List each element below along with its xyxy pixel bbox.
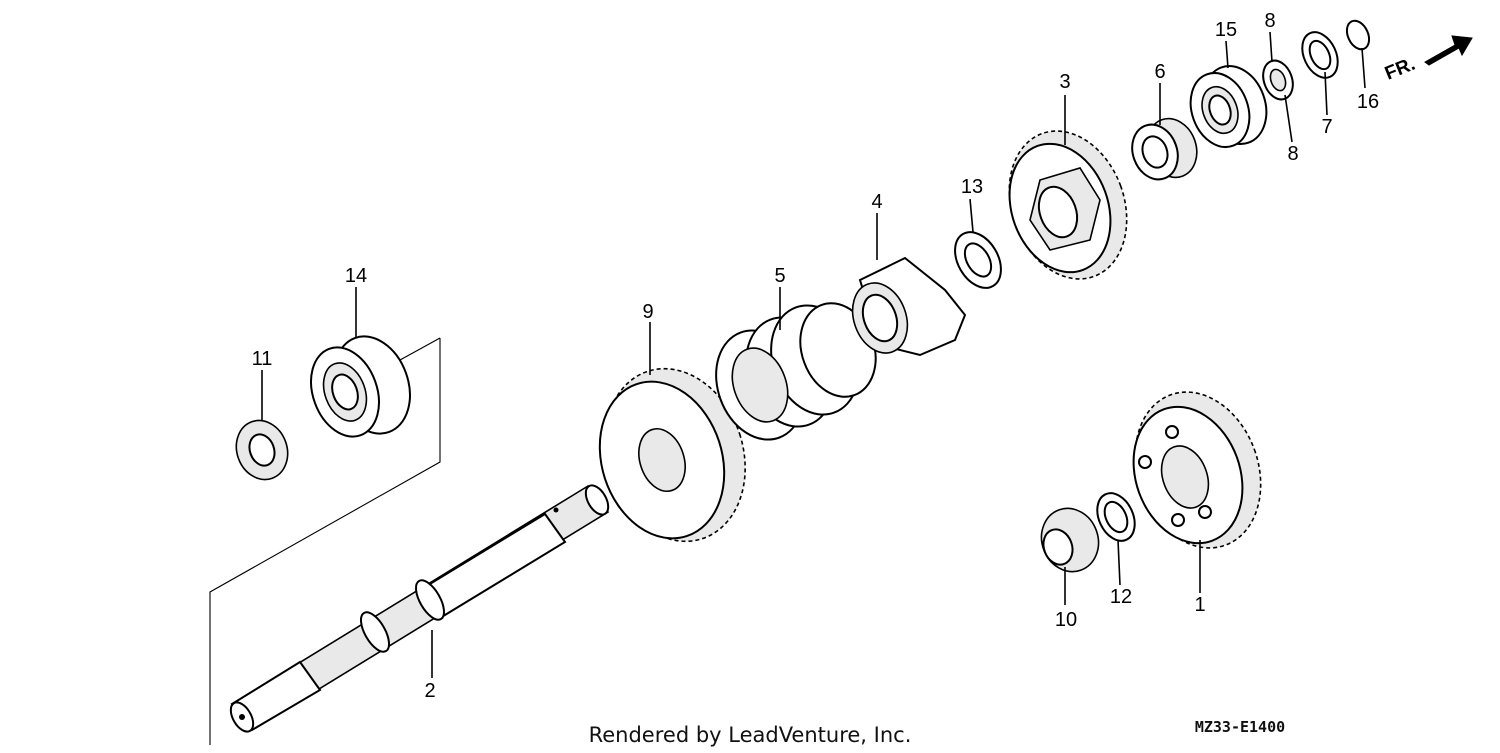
- callout-16: 16: [1357, 91, 1379, 113]
- callout-4: 4: [871, 191, 882, 213]
- callout-8-bottom: 8: [1287, 143, 1298, 165]
- part-14-bearing[interactable]: [299, 326, 423, 446]
- rendered-by-credit: Rendered by LeadVenture, Inc.: [589, 723, 912, 747]
- callout-10: 10: [1055, 609, 1077, 631]
- part-13-washer[interactable]: [946, 224, 1011, 296]
- part-15-bearing[interactable]: [1181, 57, 1277, 155]
- callout-7: 7: [1321, 116, 1332, 138]
- callout-13: 13: [961, 176, 983, 198]
- part-7-ring[interactable]: [1295, 26, 1344, 83]
- group-bracket: [209, 338, 441, 745]
- callout-3: 3: [1059, 71, 1070, 93]
- part-11-lock-nut[interactable]: [228, 413, 296, 486]
- callout-1: 1: [1194, 594, 1205, 616]
- callout-6: 6: [1154, 61, 1165, 83]
- front-direction-indicator: FR.: [1382, 35, 1473, 85]
- part-2-shaft[interactable]: [226, 482, 613, 736]
- callout-11: 11: [252, 348, 273, 370]
- part-3-gear[interactable]: [989, 114, 1146, 295]
- part-16-circlip[interactable]: [1343, 17, 1374, 53]
- part-5-spring[interactable]: [701, 293, 888, 452]
- part-9-gear[interactable]: [580, 350, 767, 559]
- callout-14: 14: [345, 265, 367, 287]
- direction-label: FR.: [1382, 54, 1418, 85]
- part-1-gear[interactable]: [1114, 374, 1281, 565]
- callout-5: 5: [774, 265, 785, 287]
- part-12-washer[interactable]: [1090, 487, 1142, 547]
- part-6-collar[interactable]: [1125, 112, 1205, 186]
- callout-12: 12: [1110, 586, 1132, 608]
- callout-2: 2: [424, 680, 435, 702]
- leader-lines: [261, 31, 1366, 678]
- arrow-icon: [1424, 35, 1473, 66]
- part-10-nut[interactable]: [1033, 500, 1108, 579]
- diagram-code: MZ33-E1400: [1195, 718, 1285, 736]
- callout-8-top: 8: [1264, 10, 1275, 32]
- part-4-sleeve[interactable]: [843, 256, 967, 361]
- callout-9: 9: [642, 301, 653, 323]
- callout-15: 15: [1215, 19, 1237, 41]
